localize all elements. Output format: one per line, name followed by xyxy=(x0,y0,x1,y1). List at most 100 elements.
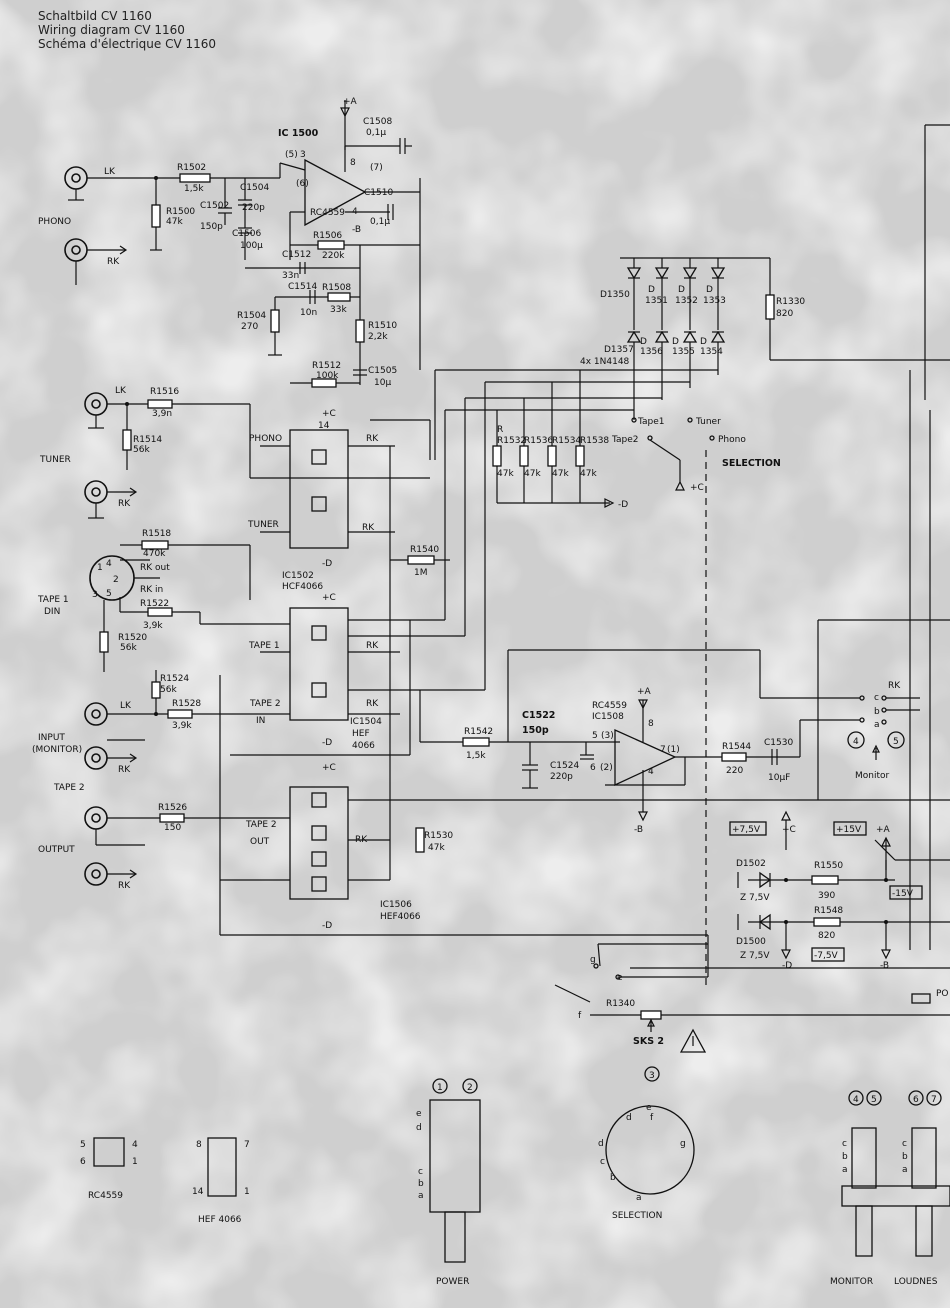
svg-text:R1504: R1504 xyxy=(237,311,266,321)
title-en: Wiring diagram CV 1160 xyxy=(38,23,185,37)
svg-text:OUT: OUT xyxy=(250,837,270,847)
svg-text:3,9k: 3,9k xyxy=(172,721,192,731)
svg-text:Phono: Phono xyxy=(718,435,746,445)
svg-text:2: 2 xyxy=(467,1083,473,1093)
svg-text:R1536: R1536 xyxy=(524,436,553,446)
svg-text:+A: +A xyxy=(343,97,358,107)
svg-text:470k: 470k xyxy=(143,549,166,559)
svg-text:RC4559: RC4559 xyxy=(310,208,345,218)
svg-text:PHONO: PHONO xyxy=(249,434,282,444)
svg-text:1355: 1355 xyxy=(672,347,695,357)
title-de: Schaltbild CV 1160 xyxy=(38,9,152,23)
phono-rk-jack xyxy=(64,238,88,262)
svg-text:-B: -B xyxy=(352,225,361,235)
power-label: POWER xyxy=(436,1277,469,1287)
svg-text:RK: RK xyxy=(118,765,131,775)
svg-text:+C: +C xyxy=(782,825,796,835)
svg-text:d: d xyxy=(416,1123,422,1133)
svg-text:c: c xyxy=(874,693,879,703)
svg-text:(6): (6) xyxy=(296,179,309,189)
svg-text:a: a xyxy=(418,1191,424,1201)
svg-text:OUTPUT: OUTPUT xyxy=(38,845,75,855)
svg-text:3,9k: 3,9k xyxy=(143,621,163,631)
svg-text:d: d xyxy=(626,1113,632,1123)
svg-text:R1526: R1526 xyxy=(158,803,187,813)
svg-text:47k: 47k xyxy=(524,469,541,479)
svg-text:+C: +C xyxy=(690,483,704,493)
svg-text:HEF: HEF xyxy=(352,729,370,739)
svg-text:TAPE 2: TAPE 2 xyxy=(53,783,85,793)
svg-text:C1506: C1506 xyxy=(232,229,261,239)
svg-text:820: 820 xyxy=(776,309,793,319)
svg-text:R1550: R1550 xyxy=(814,861,843,871)
rc4559-pinout xyxy=(93,1137,125,1167)
svg-text:0,1µ: 0,1µ xyxy=(366,128,386,138)
svg-text:1: 1 xyxy=(244,1187,250,1197)
svg-text:C1504: C1504 xyxy=(240,183,269,193)
svg-text:1353: 1353 xyxy=(703,296,726,306)
svg-text:-D: -D xyxy=(322,559,332,569)
svg-text:RK out: RK out xyxy=(140,563,170,573)
svg-text:+C: +C xyxy=(322,763,336,773)
svg-text:56k: 56k xyxy=(120,643,137,653)
svg-text:D1350: D1350 xyxy=(600,290,630,300)
svg-text:(1): (1) xyxy=(667,745,680,755)
svg-text:5: 5 xyxy=(893,737,899,747)
svg-text:(7): (7) xyxy=(370,163,383,173)
svg-text:-D: -D xyxy=(618,500,628,510)
rc4559-label: RC4559 xyxy=(88,1191,123,1201)
svg-text:RK: RK xyxy=(366,434,379,444)
svg-text:IC1506: IC1506 xyxy=(380,900,412,910)
svg-text:TAPE 2: TAPE 2 xyxy=(249,699,281,709)
svg-text:R1512: R1512 xyxy=(312,361,341,371)
svg-text:C1514: C1514 xyxy=(288,282,317,292)
svg-text:D: D xyxy=(640,337,647,347)
output-buffer: R1542 1,5k C1522 150p C1524 220p RC4559 … xyxy=(419,649,860,835)
svg-text:R1514: R1514 xyxy=(133,435,162,445)
svg-text:TAPE 2: TAPE 2 xyxy=(245,820,277,830)
svg-text:C1530: C1530 xyxy=(764,738,793,748)
hef4066-pinout xyxy=(207,1137,237,1197)
svg-text:-15V: -15V xyxy=(892,889,914,899)
svg-text:6: 6 xyxy=(590,763,596,773)
svg-text:+C: +C xyxy=(322,409,336,419)
tuner-rk-jack xyxy=(84,480,108,504)
svg-text:RK in: RK in xyxy=(140,585,163,595)
svg-text:g: g xyxy=(680,1139,686,1149)
svg-text:3: 3 xyxy=(92,590,98,600)
svg-text:Z 7,5V: Z 7,5V xyxy=(740,951,770,961)
svg-text:R1522: R1522 xyxy=(140,599,169,609)
svg-text:R1530: R1530 xyxy=(424,831,453,841)
svg-text:2,2k: 2,2k xyxy=(368,332,388,342)
svg-text:D1502: D1502 xyxy=(736,859,766,869)
svg-text:1,5k: 1,5k xyxy=(466,751,486,761)
svg-text:56k: 56k xyxy=(133,445,150,455)
svg-text:TAPE 1: TAPE 1 xyxy=(248,641,280,651)
svg-text:IC1502: IC1502 xyxy=(282,571,314,581)
monitor-bottom-label: MONITOR xyxy=(830,1277,873,1287)
hef4066-label: HEF 4066 xyxy=(198,1215,242,1225)
svg-text:6: 6 xyxy=(913,1095,919,1105)
svg-text:IN: IN xyxy=(256,716,265,726)
svg-text:R1518: R1518 xyxy=(142,529,171,539)
svg-text:+15V: +15V xyxy=(836,825,862,835)
svg-text:HEF4066: HEF4066 xyxy=(380,912,421,922)
svg-text:8: 8 xyxy=(350,158,356,168)
svg-text:7: 7 xyxy=(660,745,666,755)
svg-text:D: D xyxy=(678,285,685,295)
svg-text:7: 7 xyxy=(244,1140,250,1150)
svg-text:RK: RK xyxy=(362,523,375,533)
svg-text:D1357: D1357 xyxy=(604,345,634,355)
svg-text:b: b xyxy=(610,1173,616,1183)
svg-text:R1510: R1510 xyxy=(368,321,397,331)
svg-text:47k: 47k xyxy=(552,469,569,479)
svg-text:LK: LK xyxy=(115,386,127,396)
tuner-lk-jack xyxy=(84,392,108,416)
svg-text:a: a xyxy=(636,1193,642,1203)
svg-text:C1522: C1522 xyxy=(522,710,555,721)
svg-text:c: c xyxy=(600,1157,605,1167)
svg-text:4: 4 xyxy=(132,1140,138,1150)
svg-text:R1520: R1520 xyxy=(118,633,147,643)
svg-text:c: c xyxy=(842,1139,847,1149)
svg-text:4x 1N4148: 4x 1N4148 xyxy=(580,357,630,367)
